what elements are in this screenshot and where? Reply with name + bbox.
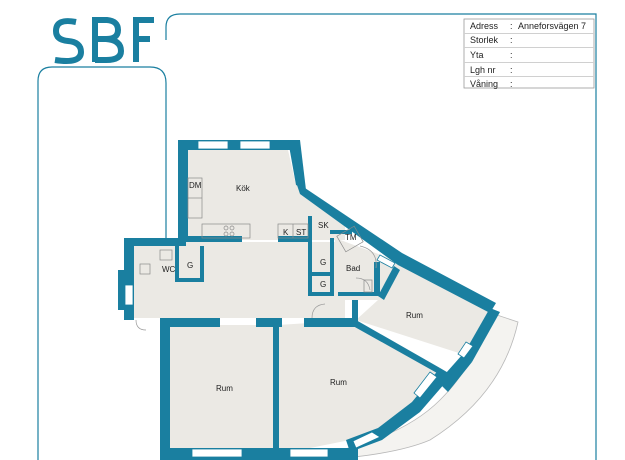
sbf-logo — [52, 17, 154, 64]
room-label-rum-mid: Rum — [330, 378, 347, 387]
info-separator: : — [510, 79, 513, 90]
room-label-g2: G — [320, 258, 326, 267]
room-label-wc: WC — [162, 265, 176, 274]
room-label-g3: G — [320, 280, 326, 289]
room-label-kok: Kök — [236, 184, 251, 193]
frame-border — [37, 13, 597, 460]
room-label-st: ST — [296, 228, 306, 237]
info-label-yta: Yta — [470, 49, 484, 60]
room-label-rum-right: Rum — [406, 311, 423, 320]
door-swings — [135, 245, 377, 331]
info-label-lgh-nr: Lgh nr — [470, 64, 496, 75]
room-label-tm: TM — [345, 233, 357, 242]
room-label-g1: G — [187, 261, 193, 270]
info-row-adress: Adress : Anneforsvägen 7 — [464, 19, 594, 34]
info-row-yta: Yta : — [464, 48, 594, 63]
info-label-vaning: Våning — [470, 79, 499, 90]
info-separator: : — [510, 20, 513, 31]
kitchen-fixtures — [139, 177, 373, 293]
info-label-storlek: Storlek — [470, 35, 499, 46]
room-label-k: K — [283, 228, 289, 237]
floor-area — [124, 150, 490, 452]
info-table-border — [463, 18, 595, 89]
info-separator: : — [510, 49, 513, 60]
info-label-adress: Adress — [470, 20, 499, 31]
info-row-storlek: Storlek : — [464, 34, 594, 49]
room-label-sk: SK — [318, 221, 329, 230]
info-row-lgh-nr: Lgh nr : — [464, 63, 594, 78]
info-separator: : — [510, 64, 513, 75]
property-info-table: Adress : Anneforsvägen 7 Storlek : Yta :… — [464, 19, 594, 91]
windows — [124, 140, 474, 458]
info-separator: : — [510, 35, 513, 46]
info-value-adress: Anneforsvägen 7 — [518, 20, 587, 31]
room-label-bad: Bad — [346, 264, 360, 273]
info-row-vaning: Våning : — [464, 77, 594, 91]
room-label-dm: DM — [189, 181, 202, 190]
room-label-rum-left: Rum — [216, 384, 233, 393]
